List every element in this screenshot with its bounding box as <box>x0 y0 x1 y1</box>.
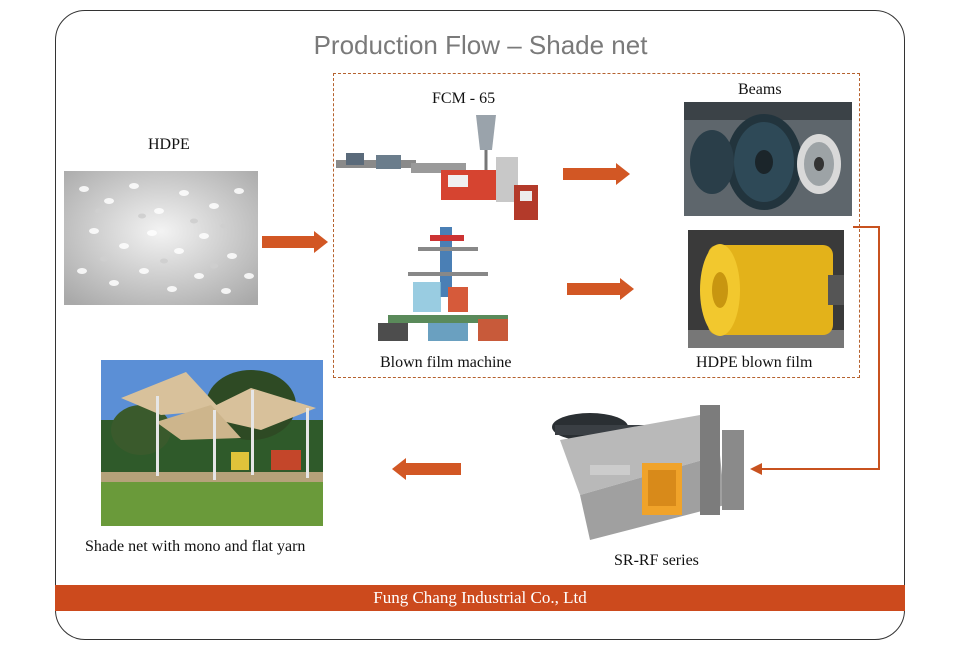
sr-rf-label: SR-RF series <box>614 552 699 569</box>
beams-image <box>684 102 852 216</box>
arrow-hdpe-to-machines <box>262 231 328 253</box>
hdpe-pellets-image <box>64 171 258 305</box>
arrow-sr-rf-to-shade-net <box>392 458 461 480</box>
beams-label: Beams <box>738 81 782 98</box>
diagram-title: Production Flow – Shade net <box>313 30 648 60</box>
arrow-blown-to-film <box>567 278 634 300</box>
hdpe-label: HDPE <box>148 136 190 153</box>
fcm-label: FCM - 65 <box>432 90 496 107</box>
blown-film-machine-label: Blown film machine <box>380 354 512 371</box>
connector-to-sr-rf <box>750 226 880 475</box>
shade-net-label: Shade net with mono and flat yarn <box>85 538 306 555</box>
fcm-extruder-image <box>336 115 548 225</box>
machines-group-box <box>333 73 860 378</box>
sr-rf-machine-image <box>550 395 746 545</box>
blown-film-machine-image <box>368 227 528 345</box>
hdpe-blown-film-label: HDPE blown film <box>696 354 813 371</box>
hdpe-blown-film-image <box>688 230 844 348</box>
footer-company-name: Fung Chang Industrial Co., Ltd <box>55 585 905 611</box>
arrow-fcm-to-beams <box>563 163 630 185</box>
shade-net-image <box>101 360 323 526</box>
